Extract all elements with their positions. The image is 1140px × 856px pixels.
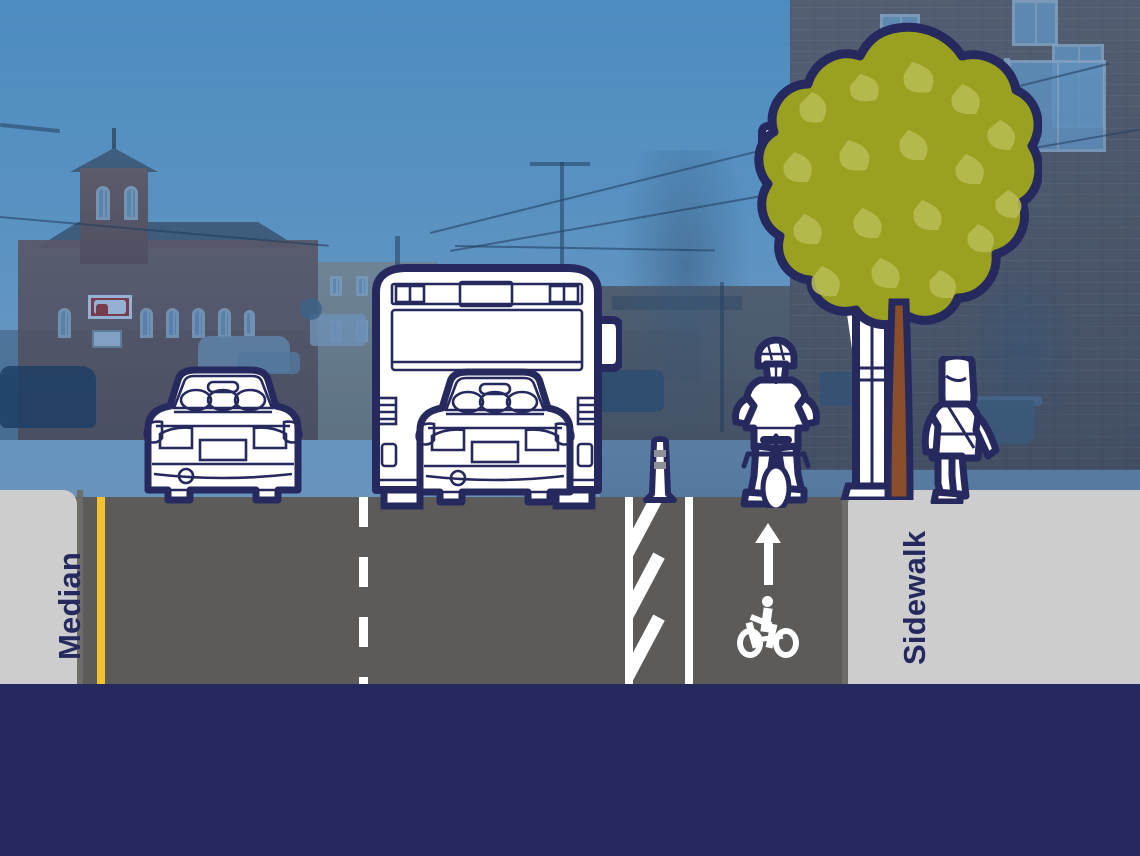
median-curb-edge <box>77 490 83 684</box>
utility-pole <box>720 282 724 432</box>
buffer-right-edge-line <box>685 497 693 684</box>
cyclist <box>732 336 820 508</box>
car-left <box>143 366 303 504</box>
tower-spire <box>112 128 116 152</box>
arched-window <box>244 310 255 336</box>
buffer-hatching <box>633 497 685 684</box>
car-center <box>415 368 575 506</box>
bike-lane-symbol-marking <box>737 596 799 662</box>
street-tree <box>754 22 1042 500</box>
dimension-panel: Travel Lane Travel Lane with Buses Buffe… <box>0 684 1140 856</box>
sidewalk-label: Sidewalk <box>897 530 932 665</box>
sign-letter <box>96 304 108 316</box>
box-truck <box>310 314 366 346</box>
pedestrian <box>921 356 1000 504</box>
street-sign <box>300 298 322 320</box>
tower-window <box>96 186 110 220</box>
arched-window <box>166 308 179 338</box>
median-label: Median <box>52 552 87 660</box>
window <box>1012 0 1058 46</box>
arched-window <box>192 308 205 338</box>
arched-window <box>140 308 153 338</box>
dashed-lane-divider <box>359 497 368 684</box>
sidewalk-curb <box>848 490 1140 684</box>
parked-car <box>0 366 96 428</box>
arched-window <box>58 308 71 338</box>
tower-window <box>124 186 138 220</box>
parked-car <box>594 370 664 412</box>
median-curb <box>0 490 77 684</box>
window <box>330 276 342 296</box>
yellow-center-line <box>97 497 105 684</box>
buffer-left-edge-line <box>625 497 633 684</box>
sidewalk-curb-edge <box>842 490 848 684</box>
flex-post <box>643 436 677 503</box>
window <box>356 276 368 296</box>
bike-lane-arrow-marking <box>755 523 781 585</box>
street-light-pole-far <box>560 162 564 282</box>
parking-sign <box>92 330 122 348</box>
